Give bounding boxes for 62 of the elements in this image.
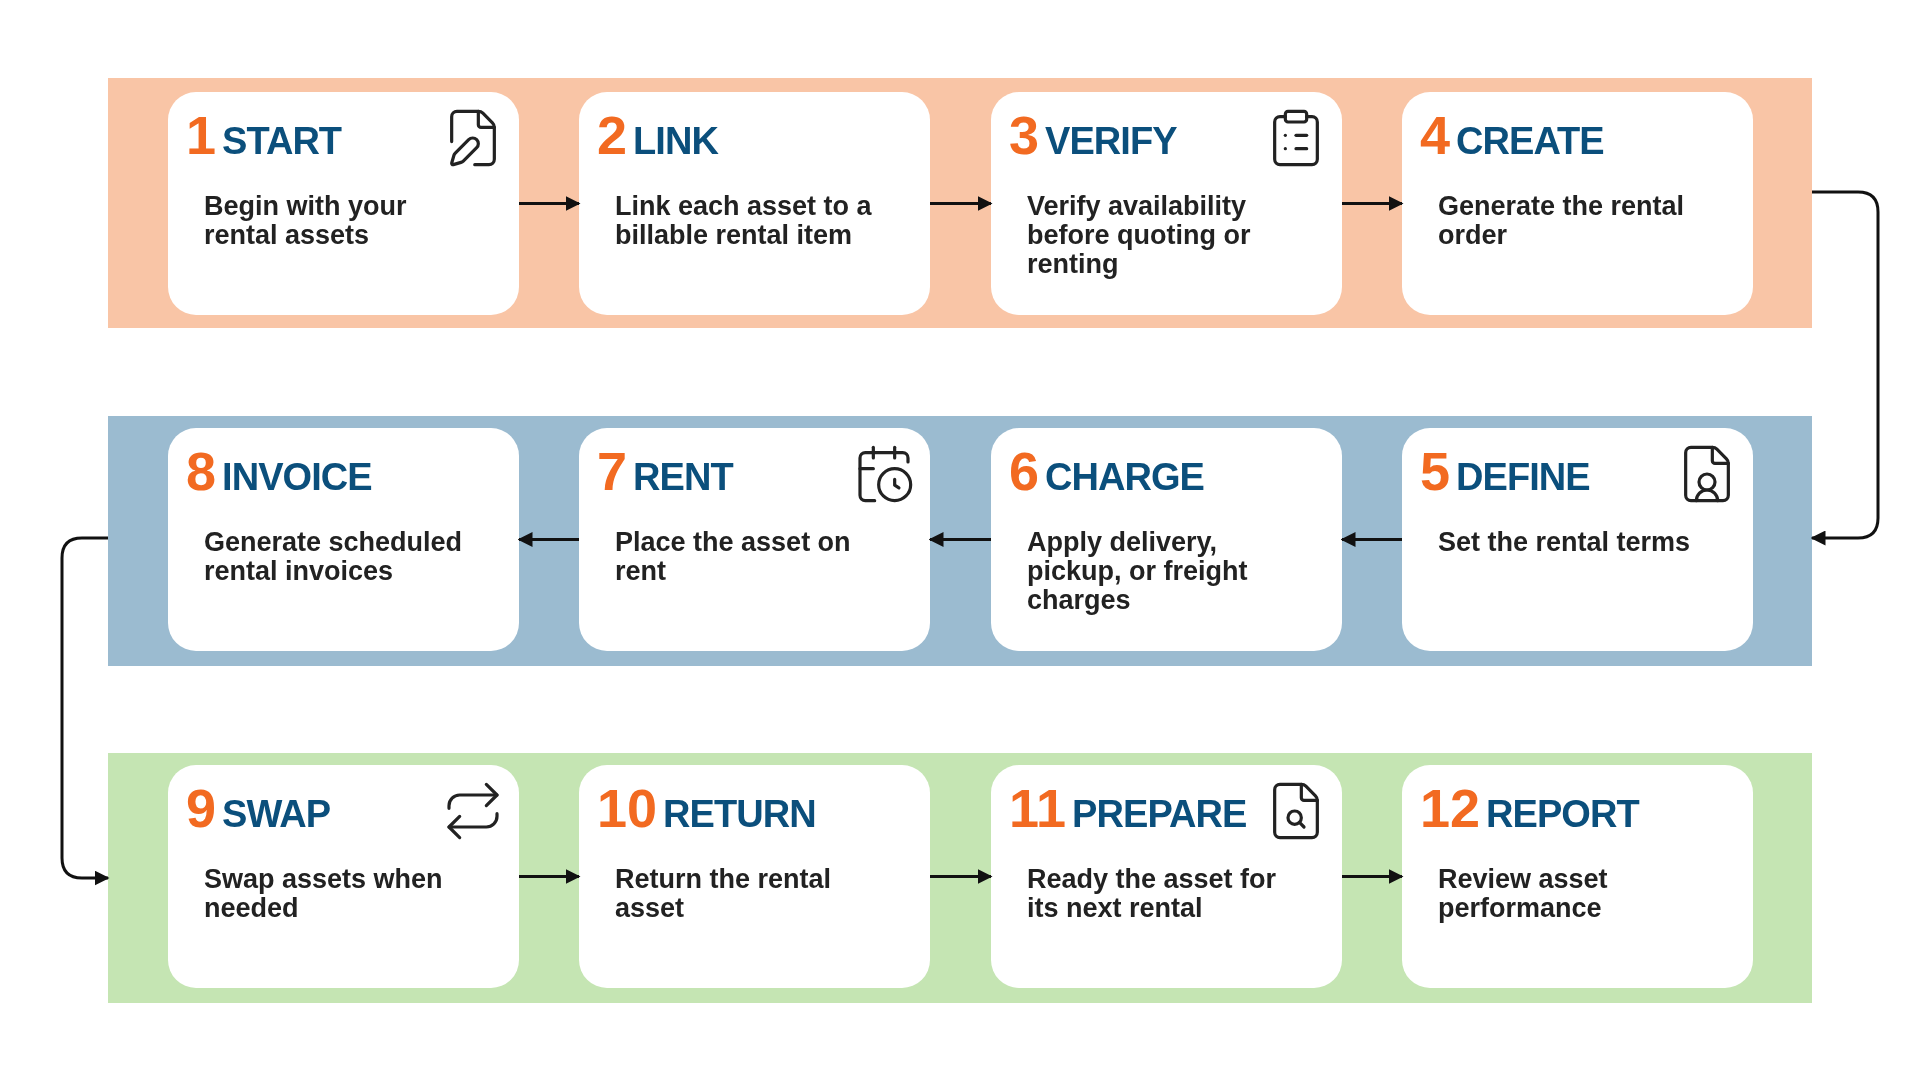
step-card bbox=[168, 92, 519, 315]
step-title: RENT bbox=[633, 458, 733, 496]
step-title: REPORT bbox=[1486, 795, 1639, 833]
arrow bbox=[1810, 190, 1880, 546]
step-number: 3 bbox=[1009, 108, 1040, 162]
arrow bbox=[930, 196, 993, 211]
step-description: Link each asset to a billable rental item bbox=[615, 192, 873, 250]
step-number: 11 bbox=[1009, 781, 1067, 835]
step-number: 4 bbox=[1420, 108, 1451, 162]
arrow bbox=[519, 196, 581, 211]
step-description: Return the rental asset bbox=[615, 865, 833, 923]
step-description: Ready the asset for its next rental bbox=[1027, 865, 1278, 923]
step-description: Set the rental terms bbox=[1438, 528, 1692, 557]
arrow bbox=[519, 869, 581, 884]
arrow bbox=[930, 869, 993, 884]
step-description: Generate scheduled rental invoices bbox=[204, 528, 464, 586]
step-card bbox=[168, 765, 519, 988]
step-number: 5 bbox=[1420, 444, 1451, 498]
step-description: Begin with your rental assets bbox=[204, 192, 408, 250]
row-band bbox=[108, 78, 1812, 328]
step-description: Review asset performance bbox=[1438, 865, 1609, 923]
step-card bbox=[1402, 765, 1753, 988]
step-number: 12 bbox=[1420, 781, 1481, 835]
step-card bbox=[168, 428, 519, 651]
step-title: LINK bbox=[633, 122, 718, 160]
arrow bbox=[1342, 869, 1404, 884]
arrow bbox=[928, 532, 991, 547]
step-card bbox=[579, 92, 930, 315]
step-card bbox=[579, 765, 930, 988]
step-title: VERIFY bbox=[1045, 122, 1177, 160]
step-title: PREPARE bbox=[1072, 795, 1247, 833]
arrow bbox=[1342, 196, 1404, 211]
step-title: INVOICE bbox=[222, 458, 372, 496]
step-title: SWAP bbox=[222, 795, 331, 833]
row-band bbox=[108, 753, 1812, 1003]
step-card bbox=[991, 428, 1342, 651]
step-description: Verify availability before quoting or renting bbox=[1027, 192, 1252, 279]
step-title: CHARGE bbox=[1045, 458, 1205, 496]
step-number: 9 bbox=[186, 781, 217, 835]
step-card bbox=[991, 92, 1342, 315]
step-number: 8 bbox=[186, 444, 217, 498]
arrow bbox=[1340, 532, 1402, 547]
arrow bbox=[60, 536, 110, 886]
step-title: DEFINE bbox=[1456, 458, 1590, 496]
step-title: RETURN bbox=[663, 795, 816, 833]
row-band bbox=[108, 416, 1812, 666]
step-number: 1 bbox=[186, 108, 217, 162]
step-number: 7 bbox=[597, 444, 628, 498]
step-card bbox=[1402, 92, 1753, 315]
step-number: 2 bbox=[597, 108, 628, 162]
step-card bbox=[1402, 428, 1753, 651]
step-description: Place the asset on rent bbox=[615, 528, 852, 586]
step-description: Generate the rental order bbox=[1438, 192, 1686, 250]
step-number: 10 bbox=[597, 781, 658, 835]
step-card bbox=[579, 428, 930, 651]
step-card bbox=[991, 765, 1342, 988]
step-description: Swap assets when needed bbox=[204, 865, 444, 923]
step-title: CREATE bbox=[1456, 122, 1604, 160]
step-number: 6 bbox=[1009, 444, 1040, 498]
step-description: Apply delivery, pickup, or freight charges bbox=[1027, 528, 1249, 615]
arrow bbox=[517, 532, 579, 547]
step-title: START bbox=[222, 122, 342, 160]
